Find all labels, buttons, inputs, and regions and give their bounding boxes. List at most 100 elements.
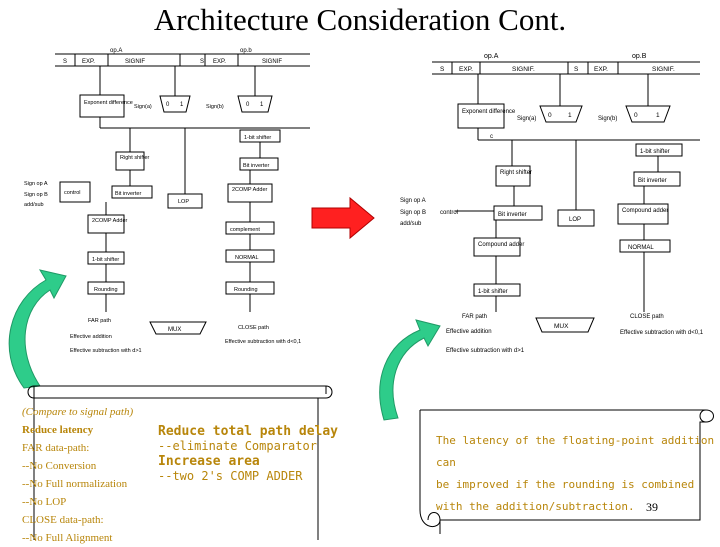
svg-text:EXP.: EXP. [459, 66, 473, 73]
svg-text:FAR path: FAR path [462, 314, 487, 320]
svg-text:1-bit shifter: 1-bit shifter [92, 257, 119, 263]
svg-text:Effective subtraction with d>1: Effective subtraction with d>1 [70, 348, 142, 354]
svg-text:Right shifter: Right shifter [120, 155, 150, 161]
scroll-right-line1: The latency of the floating-point additi… [436, 434, 715, 469]
svg-text:FAR path: FAR path [88, 318, 111, 324]
svg-text:EXP.: EXP. [213, 59, 226, 65]
svg-text:S: S [200, 59, 204, 65]
svg-text:Sign(b): Sign(b) [598, 116, 617, 122]
svg-text:2COMP Adder: 2COMP Adder [232, 187, 268, 193]
scroll-right [419, 409, 714, 534]
svg-text:op.B: op.B [632, 53, 647, 60]
svg-text:2COMP Adder: 2COMP Adder [92, 218, 128, 224]
svg-text:SIGNIF.: SIGNIF. [512, 66, 535, 73]
left-opb-label: op.b [240, 48, 252, 54]
left-opa-label: op.A [110, 48, 122, 54]
svg-text:Effective subtraction with d<0: Effective subtraction with d<0,1 [225, 339, 301, 345]
svg-text:Compound adder: Compound adder [478, 242, 524, 248]
scroll-left-far3: --No LOP [22, 496, 67, 508]
scroll-left-reduce: Reduce latency [22, 424, 94, 436]
scroll-left-heading: (Compare to signal path) [22, 406, 134, 418]
svg-text:1-bit shifter: 1-bit shifter [640, 149, 670, 155]
svg-text:LOP: LOP [569, 217, 581, 223]
svg-text:add/sub: add/sub [24, 202, 44, 208]
svg-text:Sign(a): Sign(a) [134, 104, 152, 110]
red-arrow [311, 196, 375, 240]
svg-text:CLOSE path: CLOSE path [238, 325, 269, 331]
scroll-left-close1: --No Full Alignment [22, 532, 113, 544]
left-exp-diff: Exponent difference [84, 100, 133, 106]
svg-text:MUX: MUX [168, 327, 181, 333]
svg-text:1-bit shifter: 1-bit shifter [478, 289, 508, 295]
svg-text:Sign(a): Sign(a) [517, 116, 536, 122]
svg-text:NORMAL: NORMAL [235, 255, 259, 261]
svg-text:NORMAL: NORMAL [628, 245, 654, 251]
svg-text:Effective subtraction with d<0: Effective subtraction with d<0,1 [620, 330, 704, 336]
svg-text:Bit inverter: Bit inverter [498, 212, 527, 218]
svg-text:complement: complement [230, 227, 260, 233]
page-title: Architecture Consideration Cont. [153, 2, 567, 37]
svg-text:Effective subtraction with d>1: Effective subtraction with d>1 [446, 348, 525, 354]
scroll-right-line2: be improved if the rounding is combined [436, 478, 695, 491]
page-number: 39 [646, 500, 658, 514]
svg-text:control: control [440, 210, 458, 216]
svg-text:LOP: LOP [178, 199, 189, 205]
svg-text:SIGNIF: SIGNIF [125, 59, 145, 65]
svg-text:S: S [440, 66, 445, 73]
scroll-right-line3: with the addition/subtraction. [436, 500, 635, 513]
svg-text:EXP.: EXP. [594, 66, 608, 73]
svg-text:1: 1 [180, 102, 184, 108]
svg-text:c: c [490, 134, 493, 140]
svg-text:op.A: op.A [484, 53, 499, 60]
svg-text:0: 0 [246, 102, 250, 108]
left-diagram: op.A op.b S EXP. SIGNIF S EXP. SIGNIF Ex… [24, 48, 310, 354]
svg-text:1: 1 [568, 112, 572, 119]
scroll-left-far2: --No Full normalization [22, 478, 128, 490]
svg-text:Sign op A: Sign op A [24, 181, 48, 187]
scroll-mid-line2: --eliminate Comparator [158, 439, 317, 453]
svg-text:Sign op B: Sign op B [400, 210, 426, 216]
scroll-left-close: CLOSE data-path: [22, 514, 104, 526]
scroll-mid-line4: --two 2's COMP ADDER [158, 469, 303, 483]
svg-text:Sign(b): Sign(b) [206, 104, 224, 110]
svg-text:SIGNIF.: SIGNIF. [652, 66, 675, 73]
svg-text:Right shifter: Right shifter [500, 170, 532, 176]
scroll-mid-text: Reduce total path delay --eliminate Comp… [158, 424, 338, 484]
svg-text:add/sub: add/sub [400, 221, 422, 227]
svg-text:S: S [63, 59, 67, 65]
svg-text:CLOSE path: CLOSE path [630, 314, 664, 320]
svg-text:S: S [574, 66, 579, 73]
svg-text:1: 1 [260, 102, 264, 108]
svg-text:0: 0 [548, 112, 552, 119]
svg-text:Sign op B: Sign op B [24, 192, 48, 198]
scroll-left-text: (Compare to signal path) Reduce latency … [22, 403, 133, 547]
svg-text:Rounding: Rounding [94, 287, 118, 293]
green-arrow-left [8, 269, 67, 389]
svg-text:Effective addition: Effective addition [446, 329, 492, 335]
svg-text:0: 0 [634, 112, 638, 119]
svg-text:1: 1 [656, 112, 660, 119]
svg-text:control: control [64, 190, 81, 196]
svg-text:Effective addition: Effective addition [70, 334, 112, 340]
scroll-left [27, 385, 333, 540]
green-arrow-right [379, 319, 441, 421]
svg-text:Bit inverter: Bit inverter [243, 163, 269, 169]
scroll-left-far1: --No Conversion [22, 460, 97, 472]
svg-text:0: 0 [166, 102, 170, 108]
svg-text:Compound adder: Compound adder [622, 208, 668, 214]
svg-text:Exponent difference: Exponent difference [462, 109, 516, 115]
svg-text:Rounding: Rounding [234, 287, 258, 293]
svg-text:EXP.: EXP. [82, 59, 95, 65]
svg-text:Sign op A: Sign op A [400, 198, 426, 204]
scroll-left-far: FAR data-path: [22, 442, 90, 454]
svg-text:Bit inverter: Bit inverter [115, 191, 141, 197]
scroll-mid-line3: Increase area [158, 454, 260, 469]
svg-text:1-bit shifter: 1-bit shifter [244, 135, 271, 141]
scroll-mid-line1: Reduce total path delay [158, 424, 339, 439]
svg-text:Bit inverter: Bit inverter [638, 178, 667, 184]
svg-text:SIGNIF: SIGNIF [262, 59, 282, 65]
svg-text:MUX: MUX [554, 323, 569, 330]
scroll-right-text: The latency of the floating-point additi… [436, 430, 720, 518]
right-diagram: op.A op.B S EXP. SIGNIF. S EXP. SIGNIF. … [400, 53, 704, 354]
